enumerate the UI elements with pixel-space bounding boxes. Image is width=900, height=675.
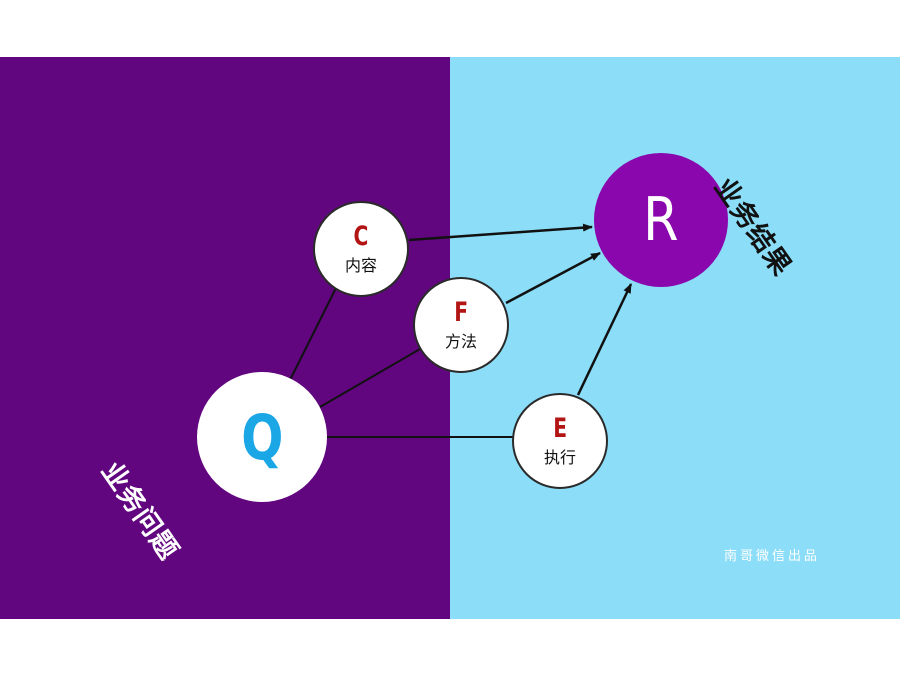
left-panel [0,57,450,619]
line-q-to-f [319,348,421,408]
right-panel [450,57,900,619]
diagram-canvas: Q C 内容 F 方法 E 执行 R 业务问题 业务结果 南哥微信出品 [0,57,900,619]
question-node: Q [197,372,327,502]
watermark-text: 南哥微信出品 [724,549,821,564]
content-label: 内容 [344,256,377,275]
method-letter: F [454,297,468,328]
execution-label: 执行 [543,448,576,467]
arrow-f-to-r [505,251,601,305]
arrow-c-to-r [408,223,593,242]
execution-letter: E [553,413,567,444]
line-q-to-c [289,285,338,381]
content-letter: C [353,221,369,252]
arrow-e-to-r [576,283,633,396]
execution-node: E 执行 [512,393,608,489]
content-node: C 内容 [313,201,409,297]
result-letter: R [643,185,679,255]
question-letter: Q [240,400,284,474]
method-node: F 方法 [413,277,509,373]
method-label: 方法 [444,332,477,351]
result-node: R [594,153,728,287]
connector-lines [289,223,633,438]
